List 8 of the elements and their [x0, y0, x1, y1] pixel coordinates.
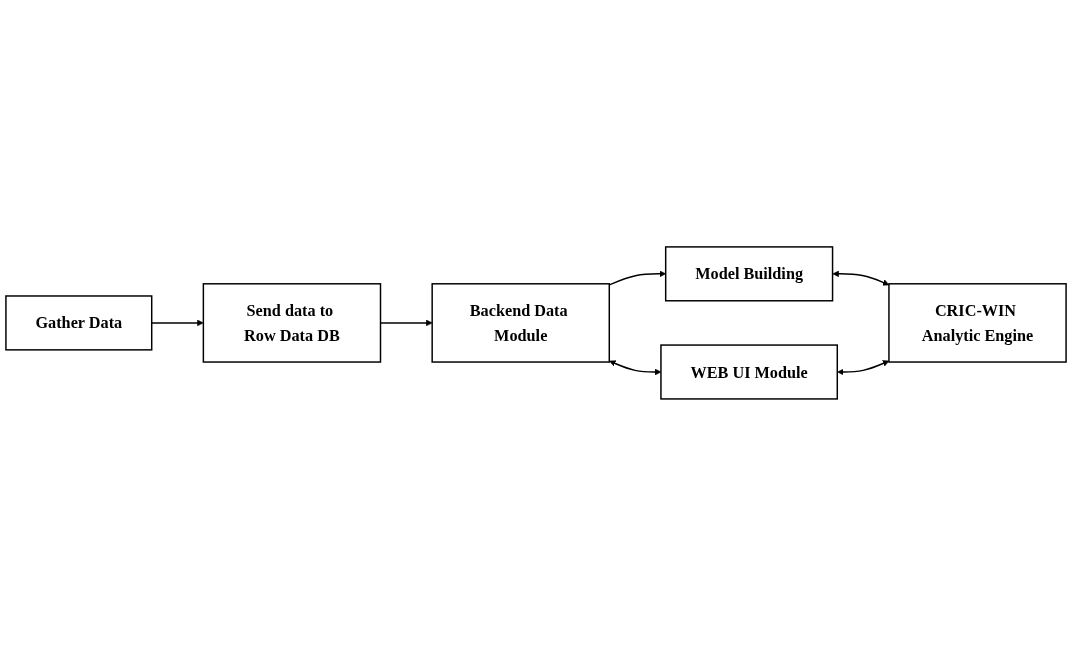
node-box: Gather Data [5, 294, 153, 351]
node-box: Send data to Row Data DB [202, 282, 382, 363]
node-box: WEB UI Module [660, 343, 839, 400]
arrow [837, 359, 890, 375]
node-box: Model Building [664, 245, 834, 302]
node-box: CRIC-WIN Analytic Engine [888, 282, 1067, 363]
arrow [832, 270, 890, 286]
node-box: Backend Data Module [431, 282, 611, 363]
